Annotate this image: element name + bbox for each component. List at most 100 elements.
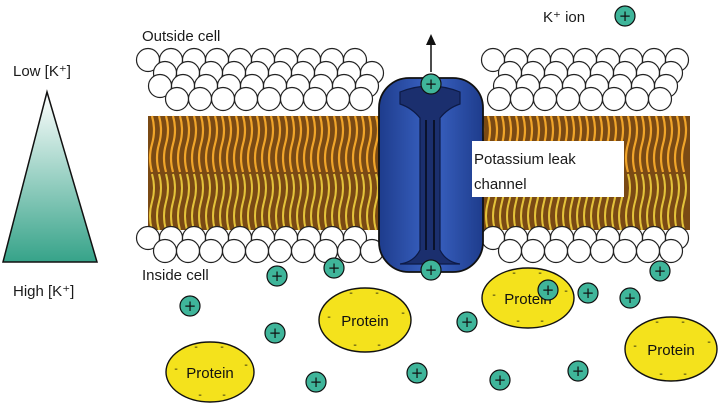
lipid-head xyxy=(647,86,673,112)
negative-charge: - xyxy=(681,317,685,328)
lipid-head xyxy=(486,86,512,112)
lipid-head xyxy=(624,86,650,112)
plus-circle-icon: + xyxy=(567,360,589,382)
negative-charge: - xyxy=(375,288,379,299)
lipid-head xyxy=(302,86,328,112)
potassium-ions: + + + + + + + + + + + + + + + + xyxy=(179,5,671,393)
lipid-head xyxy=(566,238,592,264)
svg-text:+: + xyxy=(494,371,507,389)
lipid-head xyxy=(635,238,661,264)
svg-text:+: + xyxy=(572,362,585,380)
lipid-head xyxy=(152,238,178,264)
lipid-head xyxy=(336,238,362,264)
plus-circle-icon: + xyxy=(179,295,201,317)
lipid-head xyxy=(612,238,638,264)
outer-lipid-heads xyxy=(135,47,690,112)
negative-charge: - xyxy=(512,268,516,279)
lipid-head xyxy=(601,86,627,112)
lipid-head xyxy=(187,86,213,112)
negative-charge: - xyxy=(540,316,544,327)
protein-label: Protein xyxy=(186,365,234,382)
svg-text:+: + xyxy=(310,373,323,391)
plus-circle-icon: + xyxy=(406,362,428,384)
low-k-label: Low [K⁺] xyxy=(13,63,71,80)
svg-text:+: + xyxy=(461,313,474,331)
plus-circle-icon: + xyxy=(614,5,636,27)
svg-text:+: + xyxy=(619,7,632,25)
protein-label: Protein xyxy=(647,342,695,359)
svg-text:+: + xyxy=(425,261,438,279)
protein: Protein------ xyxy=(318,287,412,353)
negative-charge: - xyxy=(564,286,568,297)
svg-text:+: + xyxy=(271,267,284,285)
negative-charge: - xyxy=(222,390,226,401)
lipid-head xyxy=(497,238,523,264)
negative-charge: - xyxy=(327,312,331,323)
arrow-up-icon xyxy=(426,34,436,72)
lipid-head xyxy=(256,86,282,112)
lipid-head xyxy=(267,238,293,264)
concentration-gradient xyxy=(2,89,99,263)
negative-charge: - xyxy=(353,340,357,351)
lipid-head xyxy=(589,238,615,264)
negative-charge: - xyxy=(659,369,663,380)
negative-charge: - xyxy=(633,341,637,352)
inside-cell-label: Inside cell xyxy=(142,267,209,284)
negative-charge: - xyxy=(174,364,178,375)
svg-text:+: + xyxy=(542,281,555,299)
potassium-leak-channel xyxy=(378,77,484,273)
lipid-head xyxy=(348,86,374,112)
lipid-head xyxy=(290,238,316,264)
channel-label-line1: Potassium leak xyxy=(474,151,576,168)
negative-charge: - xyxy=(655,317,659,328)
lipid-head xyxy=(279,86,305,112)
lipid-head xyxy=(509,86,535,112)
plus-circle-icon: + xyxy=(577,282,599,304)
plus-circle-icon: + xyxy=(489,369,511,391)
negative-charge: - xyxy=(377,340,381,351)
svg-text:+: + xyxy=(582,284,595,302)
lipid-head xyxy=(532,86,558,112)
protein: Protein------ xyxy=(165,341,255,403)
svg-text:+: + xyxy=(269,324,282,342)
outside-cell-label: Outside cell xyxy=(142,28,220,45)
svg-text:+: + xyxy=(654,262,667,280)
k-ion-label: K⁺ ion xyxy=(543,9,585,26)
negative-charge: - xyxy=(244,360,248,371)
plus-circle-icon: + xyxy=(456,311,478,333)
plus-circle-icon: + xyxy=(537,279,559,301)
svg-text:+: + xyxy=(184,297,197,315)
lipid-head xyxy=(164,86,190,112)
svg-text:+: + xyxy=(411,364,424,382)
negative-charge: - xyxy=(194,342,198,353)
plus-circle-icon: + xyxy=(619,287,641,309)
negative-charge: - xyxy=(516,316,520,327)
plus-circle-icon: + xyxy=(305,371,327,393)
plus-circle-icon: + xyxy=(420,259,442,281)
protein-label: Protein xyxy=(341,313,389,330)
lipid-head xyxy=(175,238,201,264)
negative-charge: - xyxy=(198,390,202,401)
channel-label-line2: channel xyxy=(474,176,527,193)
negative-charge: - xyxy=(683,369,687,380)
lipid-head xyxy=(210,86,236,112)
plus-circle-icon: + xyxy=(266,265,288,287)
svg-text:+: + xyxy=(425,75,438,93)
plus-circle-icon: + xyxy=(420,73,442,95)
lipid-head xyxy=(325,86,351,112)
lipid-head xyxy=(543,238,569,264)
negative-charge: - xyxy=(401,308,405,319)
lipid-head xyxy=(221,238,247,264)
plus-circle-icon: + xyxy=(323,257,345,279)
plus-circle-icon: + xyxy=(649,260,671,282)
inner-lipid-heads xyxy=(135,225,690,264)
protein: Protein------ xyxy=(481,267,575,329)
lipid-head xyxy=(658,238,684,264)
lipid-head xyxy=(244,238,270,264)
protein: Protein------ xyxy=(624,316,718,382)
channel-label-box xyxy=(472,141,624,197)
negative-charge: - xyxy=(538,268,542,279)
lipid-head xyxy=(198,238,224,264)
negative-charge: - xyxy=(707,337,711,348)
lipid-head xyxy=(233,86,259,112)
